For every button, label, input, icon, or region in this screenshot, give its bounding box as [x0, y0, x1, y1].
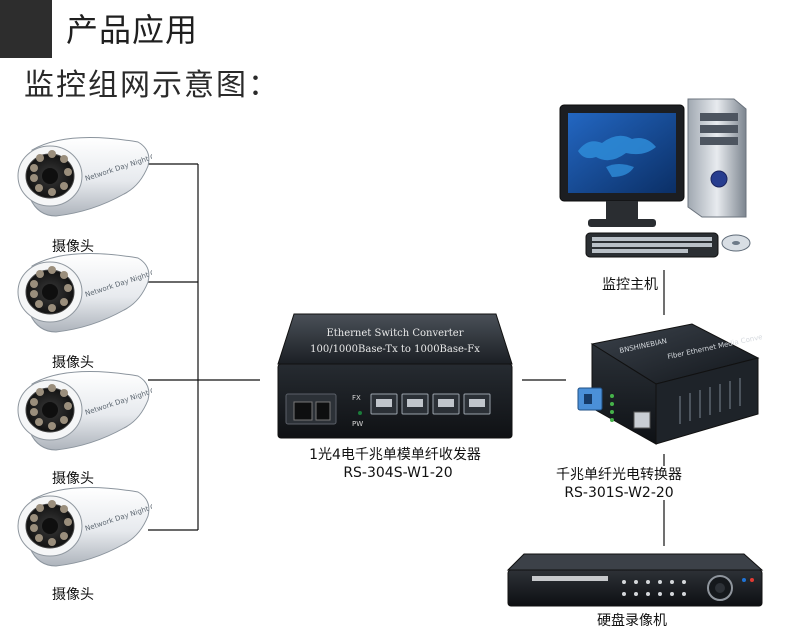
media-converter: BNSHINEBIAN Fiber Ethernet Media Convert… — [572, 318, 776, 454]
switch-name: 1光4电千兆单模单纤收发器 — [309, 447, 481, 463]
pw-label: PW — [352, 420, 363, 428]
header-block — [0, 0, 52, 58]
fx-label: FX — [352, 394, 361, 402]
camera-label-1: 摄像头 — [52, 239, 94, 255]
page-title: 产品应用 — [66, 11, 199, 49]
converter-model: RS-301S-W2-20 — [564, 485, 674, 501]
camera-label-4: 摄像头 — [52, 587, 94, 603]
dvr-label: 硬盘录像机 — [597, 613, 667, 629]
camera-label-2: 摄像头 — [52, 355, 94, 371]
camera-4: Network Day Night CAMERA — [12, 482, 180, 582]
converter-name: 千兆单纤光电转换器 — [556, 467, 682, 483]
switch-model: RS-304S-W1-20 — [343, 465, 453, 481]
camera-2: Network Day Night CAMERA — [12, 248, 180, 348]
diagram-title: 监控组网示意图： — [24, 68, 280, 103]
dvr-device — [506, 546, 766, 612]
camera-label-3: 摄像头 — [52, 471, 94, 487]
camera-1: Network Day Night CAMERA — [12, 132, 180, 232]
faceplate-title: Ethernet Switch Converter — [326, 328, 463, 339]
switch-converter-device: Ethernet Switch Converter 100/1000Base-T… — [276, 302, 514, 440]
monitor-host-label: 监控主机 — [602, 277, 658, 293]
camera-3: Network Day Night CAMERA — [12, 366, 180, 466]
faceplate-subtitle: 100/1000Base-Tx to 1000Base-Fx — [310, 344, 480, 355]
monitor-host — [552, 95, 772, 270]
